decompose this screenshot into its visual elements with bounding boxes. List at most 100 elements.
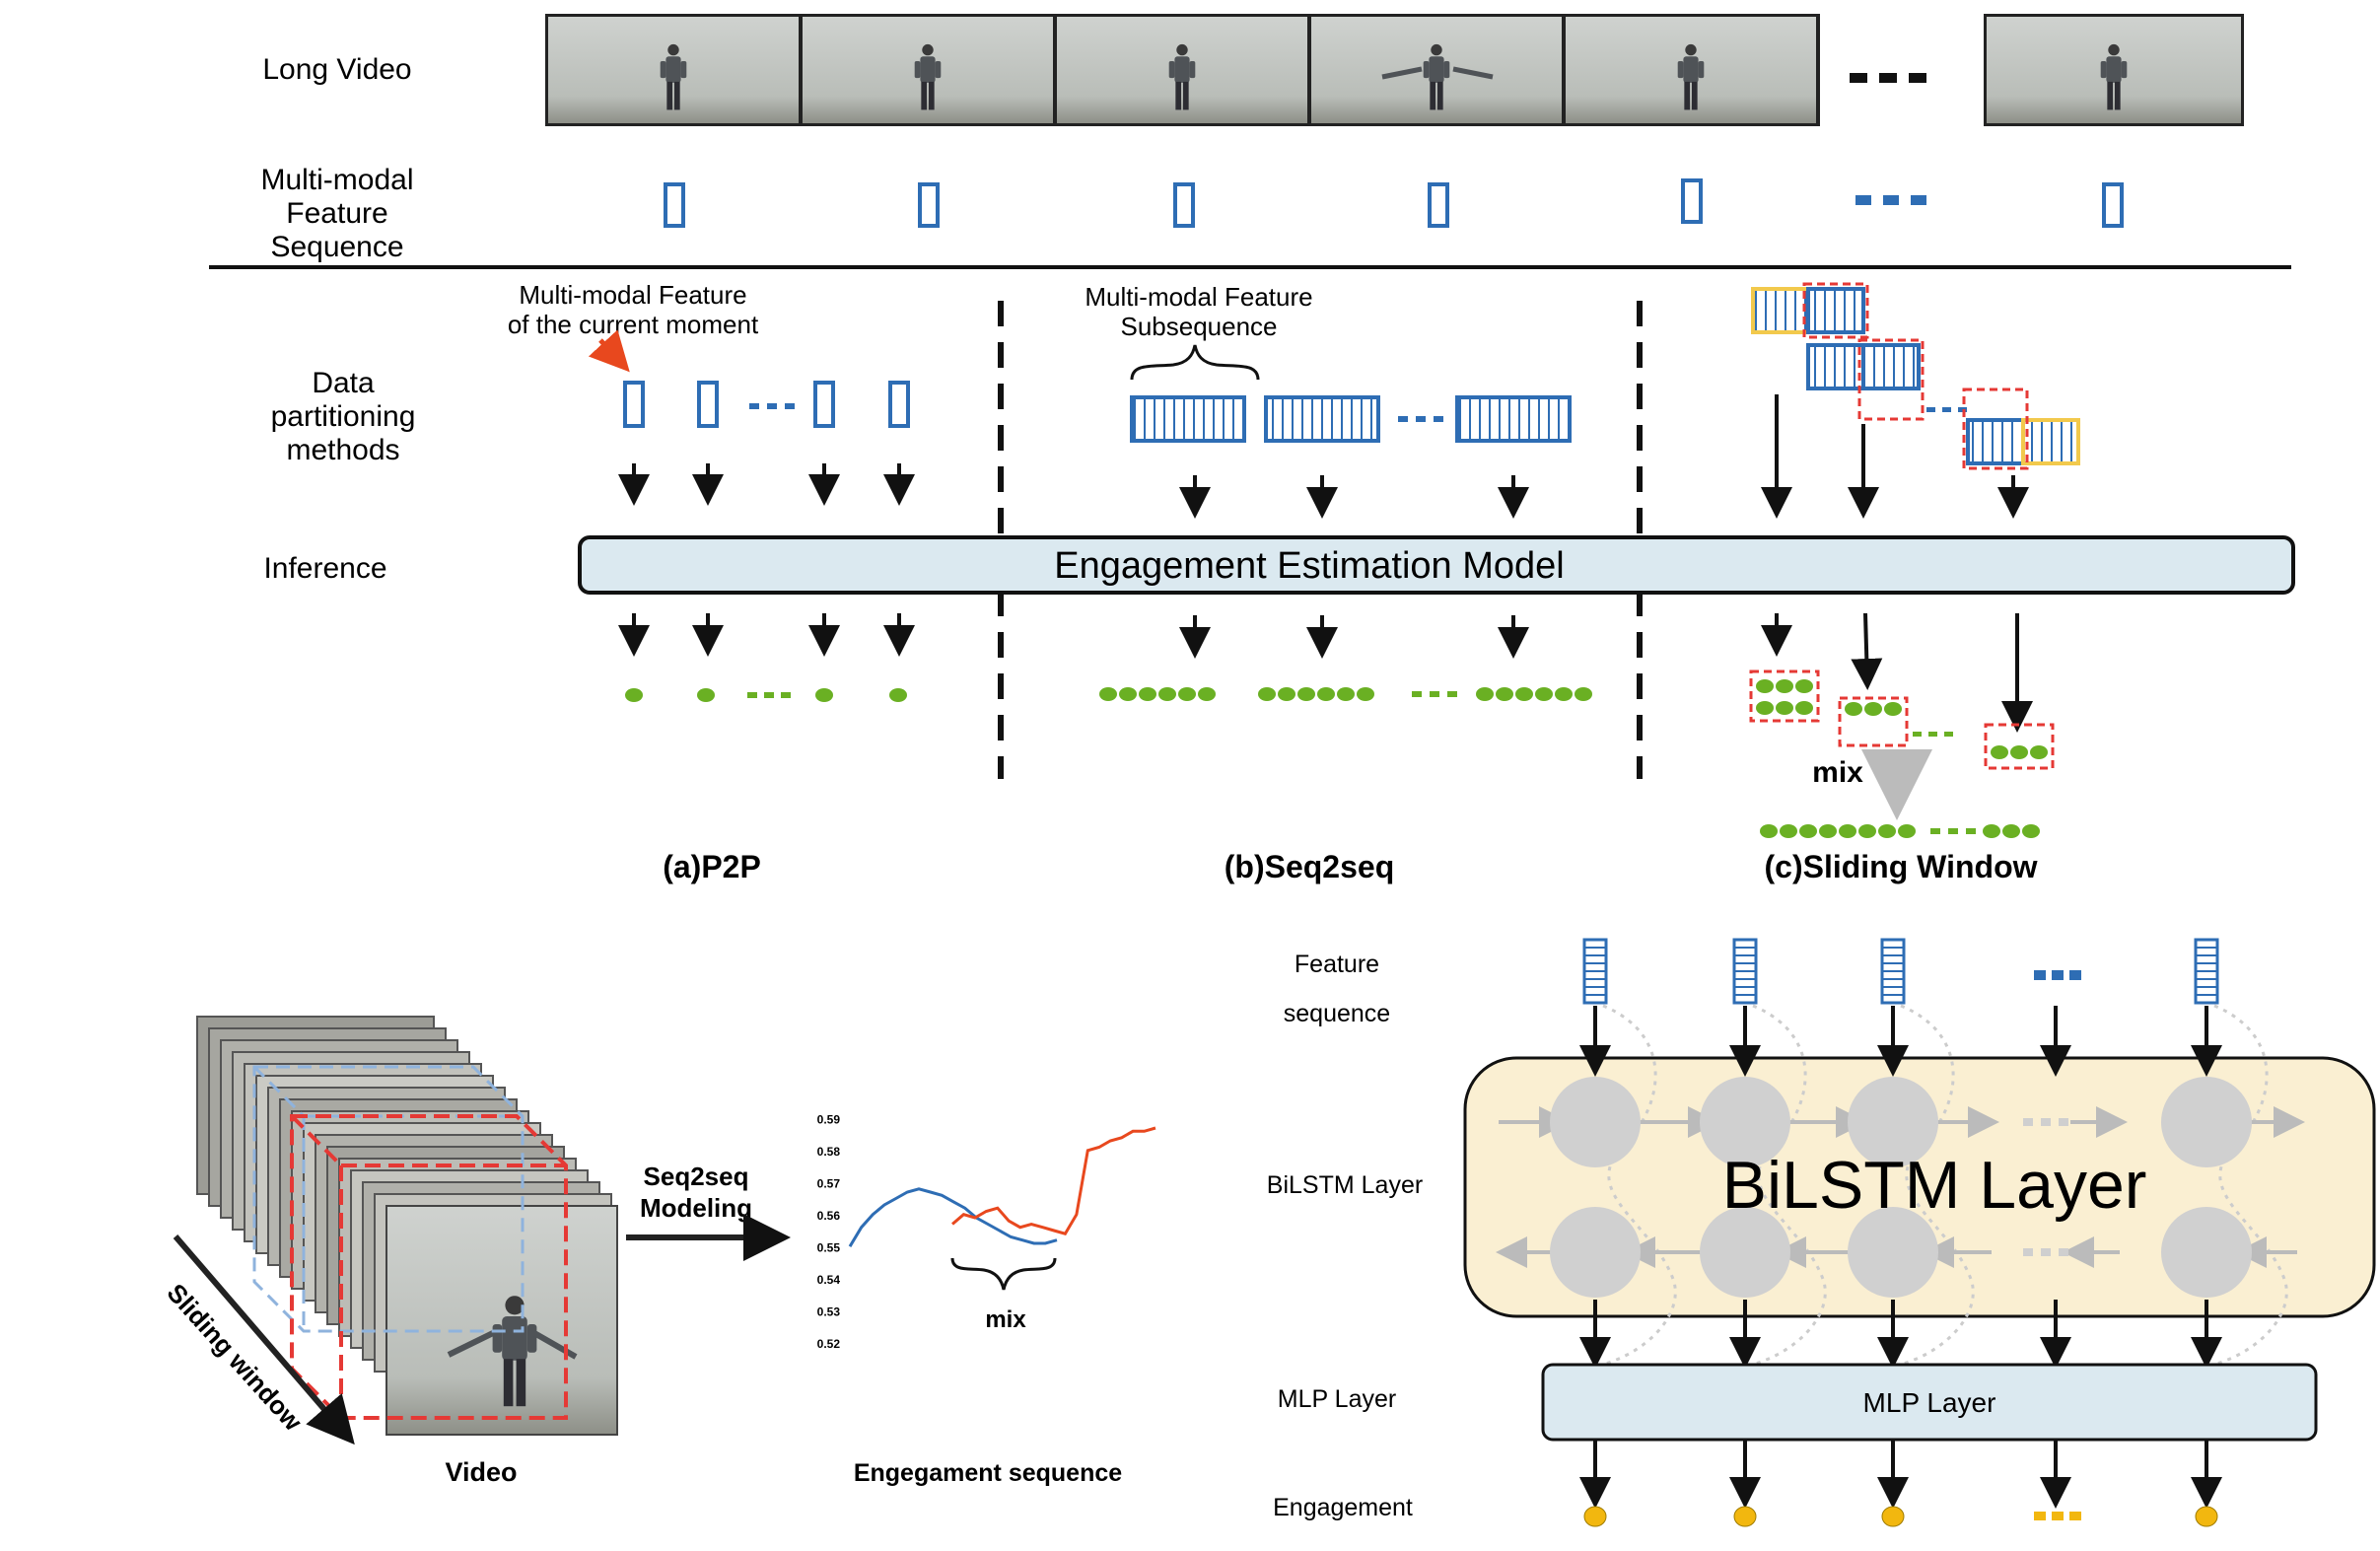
seq2seq-annotation-2: Subsequence [1120, 312, 1277, 341]
lstm-cell-backward [1848, 1207, 1938, 1298]
prediction-dot [889, 688, 907, 702]
engagement-row-label: Engagement [1273, 1494, 1413, 1521]
mix-brace [950, 1257, 1057, 1291]
feature-ellipsis [1398, 416, 1443, 422]
bilstm-row-label: BiLSTM Layer [1267, 1171, 1423, 1199]
seq2seq-annotation-1: Multi-modal Feature [1085, 282, 1312, 312]
video-frame [1984, 14, 2244, 126]
top-panel: Long Video Multi-modal Feature Sequence … [209, 14, 2295, 884]
window-highlight [1802, 282, 1869, 339]
chart-mix-label: mix [985, 1306, 1026, 1333]
lstm-cell-backward [1550, 1207, 1641, 1298]
bilstm-title: BiLSTM Layer [1722, 1148, 2147, 1223]
window-blue [1806, 287, 1865, 334]
annotation-arrow [588, 329, 630, 373]
connection-curve [1740, 1004, 1827, 1369]
feature-vector [2102, 182, 2124, 228]
y-tick-label: 0.53 [817, 1304, 841, 1318]
engagement-model-box [578, 535, 2295, 595]
window-blue [1806, 343, 1865, 390]
partition-label-1: Data [312, 367, 375, 399]
y-tick-label: 0.59 [817, 1112, 841, 1126]
feature-sequence-label-2: sequence [1284, 1000, 1390, 1027]
p2p-caption: (a)P2P [663, 849, 761, 884]
feature-vector [918, 182, 940, 228]
engagement-ellipsis [2034, 1512, 2081, 1520]
lstm-features [1582, 938, 2219, 1005]
feature-subsequence [1130, 395, 1246, 443]
window-highlight [290, 1114, 568, 1420]
prediction-dot [815, 688, 833, 702]
lstm-cells [1496, 1004, 2305, 1369]
bottom-right-panel: Feature sequence BiLSTM Layer MLP Layer … [1267, 938, 2376, 1527]
connection-curve [1590, 1004, 1677, 1369]
y-tick-label: 0.57 [817, 1176, 841, 1190]
window-highlight [1984, 723, 2055, 770]
feature-vector [623, 381, 645, 428]
modeling-label-1: Seq2seq [644, 1162, 749, 1191]
y-tick-label: 0.52 [817, 1337, 841, 1351]
y-tick-label: 0.54 [817, 1273, 841, 1287]
feature-vector [1173, 182, 1195, 228]
modeling-label-2: Modeling [640, 1193, 752, 1223]
video-frame-stack [196, 1016, 618, 1436]
video-frame [803, 17, 1053, 123]
feature-vector [1681, 178, 1703, 224]
long-video-label: Long Video [262, 53, 411, 86]
feature-ellipsis [1855, 195, 1926, 205]
chart-ticks: 0.590.580.570.560.550.540.530.52 [817, 1112, 841, 1351]
window-highlight [1857, 338, 1925, 421]
lstm-cell-backward [1700, 1207, 1790, 1298]
sliding-caption: (c)Sliding Window [1765, 849, 2038, 884]
window-highlight [1838, 696, 1909, 747]
feature-vector [2194, 938, 2219, 1005]
lstm-cell-forward [1700, 1077, 1790, 1167]
lstm-cell-forward [1550, 1077, 1641, 1167]
video-label: Video [445, 1457, 517, 1487]
feature-sequence-label-1: Feature [1295, 951, 1379, 978]
seq2seq-column: Multi-modal Feature Subsequence [1085, 282, 1592, 884]
feature-seq-label-1: Multi-modal [260, 164, 413, 196]
seq2seq-caption: (b)Seq2seq [1225, 849, 1394, 884]
sliding-window-arrow [173, 1234, 355, 1445]
engagement-dot [1733, 1506, 1757, 1527]
feature-subsequence [1264, 395, 1380, 443]
video-frame [1311, 17, 1562, 123]
feature-vector [1582, 938, 1608, 1005]
window-highlight [1749, 670, 1820, 723]
sliding-window-column: mix (c)Sliding Window [1749, 282, 2080, 884]
mlp-row-label: MLP Layer [1278, 1385, 1396, 1413]
feature-vector [1428, 182, 1449, 228]
feature-seq-label-2: Feature [286, 197, 387, 230]
lstm-cell-forward [2161, 1077, 2252, 1167]
engagement-chart: 0.590.580.570.560.550.540.530.52 [817, 1112, 1156, 1351]
mlp-box [1541, 1363, 2318, 1442]
feature-ellipsis [749, 403, 795, 409]
mlp-title: MLP Layer [1863, 1387, 1996, 1418]
feature-vector [697, 381, 719, 428]
engagement-sequence-label: Engegament sequence [854, 1459, 1122, 1487]
connection-curve [2202, 1004, 2288, 1369]
window-blue [1966, 418, 2025, 465]
engagement-dot [1583, 1506, 1607, 1527]
lstm-cell-forward [1848, 1077, 1938, 1167]
feature-vector [664, 182, 685, 228]
bottom-left-panel: Sliding window Video Seq2seq Modeling 0.… [162, 1016, 1156, 1487]
engagement-outputs [1579, 1440, 2222, 1527]
window-yellow [1751, 287, 1810, 334]
feature-seq-label-3: Sequence [270, 231, 403, 263]
partition-label-2: partitioning [271, 400, 416, 433]
y-tick-label: 0.56 [817, 1209, 841, 1223]
feature-vector [888, 381, 910, 428]
connection-curve [1888, 1004, 1975, 1369]
p2p-annotation-1: Multi-modal Feature [519, 280, 746, 310]
feature-ellipsis [2034, 970, 2081, 980]
video-frame [548, 17, 799, 123]
feature-vector [813, 381, 835, 428]
partition-label-3: methods [286, 434, 399, 466]
engagement-model-label: Engagement Estimation Model [1054, 545, 1565, 587]
video-frame [1057, 17, 1307, 123]
sliding-mix-label: mix [1812, 756, 1863, 789]
p2p-annotation-2: of the current moment [508, 310, 759, 339]
